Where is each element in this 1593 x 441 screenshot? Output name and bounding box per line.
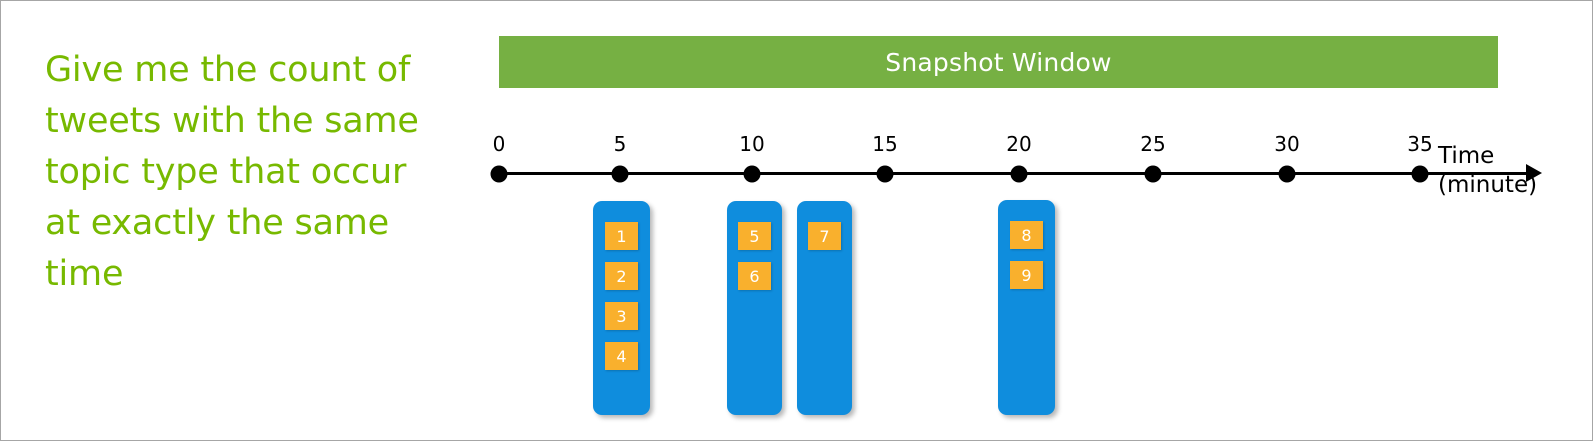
event-box-3[interactable]: 3 xyxy=(605,302,638,330)
axis-arrow-icon xyxy=(1526,164,1542,182)
axis-dot-35 xyxy=(1411,165,1429,183)
tick-label-20: 20 xyxy=(1006,132,1032,156)
axis-dot-15 xyxy=(876,165,894,183)
snapshot-window-banner: Snapshot Window xyxy=(499,36,1498,88)
axis-dot-20 xyxy=(1010,165,1028,183)
tick-label-5: 5 xyxy=(613,132,627,156)
axis-dot-10 xyxy=(743,165,761,183)
axis-dot-25 xyxy=(1144,165,1162,183)
axis-dot-5 xyxy=(611,165,629,183)
event-box-4[interactable]: 4 xyxy=(605,342,638,370)
event-box-6[interactable]: 6 xyxy=(738,262,771,290)
axis-dot-30 xyxy=(1278,165,1296,183)
caption-text: Give me the count of tweets with the sam… xyxy=(45,50,419,294)
event-box-9[interactable]: 9 xyxy=(1010,261,1043,289)
axis-dot-0 xyxy=(490,165,508,183)
tick-label-10: 10 xyxy=(739,132,765,156)
snapshot-window-label: Snapshot Window xyxy=(885,47,1112,77)
tick-label-15: 15 xyxy=(872,132,898,156)
event-box-5[interactable]: 5 xyxy=(738,222,771,250)
tick-label-0: 0 xyxy=(492,132,506,156)
tick-label-35: 35 xyxy=(1407,132,1433,156)
tick-label-25: 25 xyxy=(1140,132,1166,156)
event-box-2[interactable]: 2 xyxy=(605,262,638,290)
event-box-7[interactable]: 7 xyxy=(808,222,841,250)
axis-title: Time (minute) xyxy=(1438,143,1538,198)
event-box-8[interactable]: 8 xyxy=(1010,221,1043,249)
column-t5[interactable]: 1 2 3 4 xyxy=(593,201,650,415)
tick-label-30: 30 xyxy=(1274,132,1300,156)
event-box-1[interactable]: 1 xyxy=(605,222,638,250)
column-t10-b[interactable]: 7 xyxy=(797,201,852,415)
